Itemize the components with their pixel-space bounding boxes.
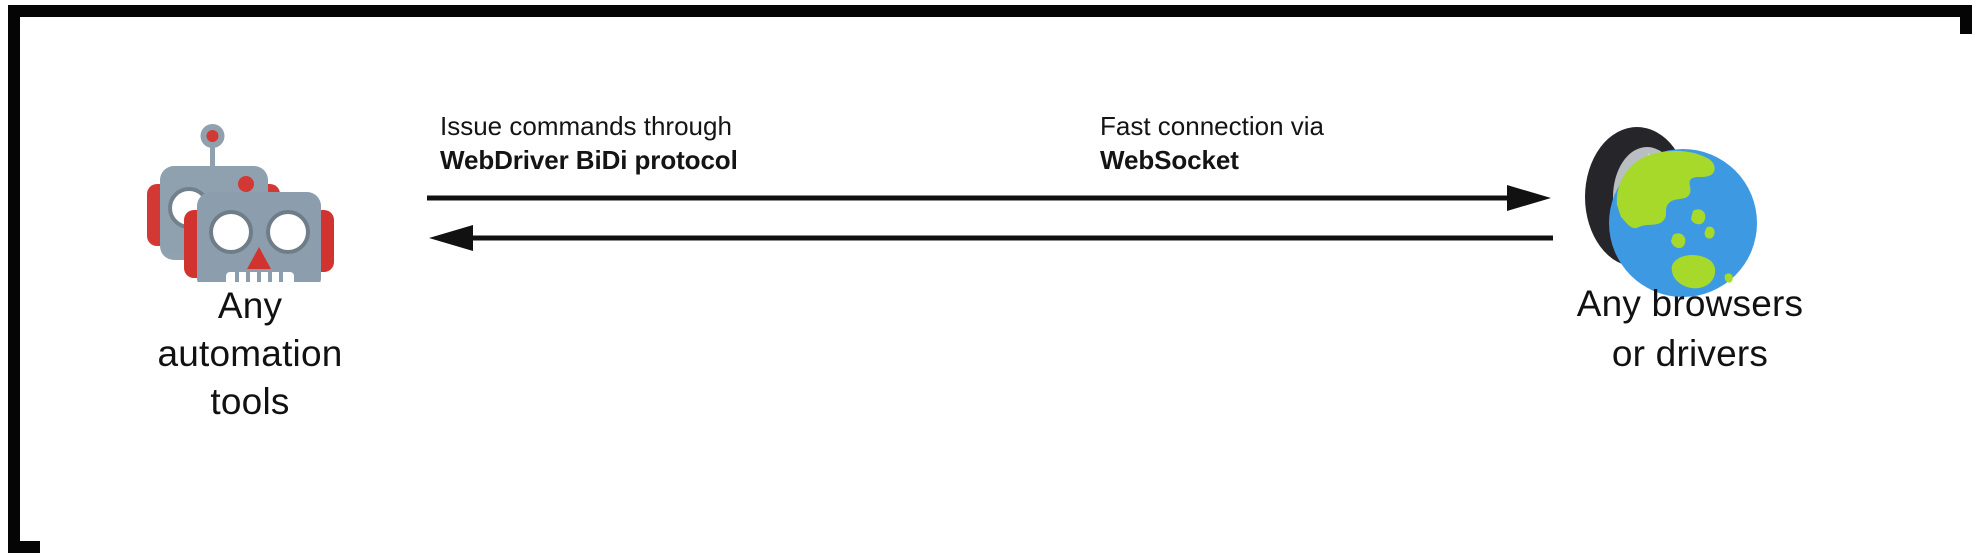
caption-browsers-drivers: Any browsers or drivers <box>1520 279 1860 379</box>
response-arrow-shape <box>429 225 1553 251</box>
caption-line: Any browsers <box>1576 283 1804 324</box>
caption-line: Any <box>217 285 283 326</box>
connector-arrows <box>425 182 1555 262</box>
diagram-frame: Any automation tools Issue commands thro… <box>8 5 1980 558</box>
caption-line: automation <box>157 333 343 374</box>
globe-with-wheel-icon <box>1565 119 1765 304</box>
caption-automation-tools: Any automation tools <box>110 282 390 426</box>
edge-label-line-2: WebDriver BiDi protocol <box>440 145 738 175</box>
request-arrow-shape <box>427 185 1551 211</box>
caption-line: tools <box>210 381 290 422</box>
edge-label-webdriver-bidi: Issue commands through WebDriver BiDi pr… <box>440 109 738 177</box>
globe-shape <box>1609 149 1757 297</box>
robot-face-icon <box>140 122 350 282</box>
diagram-canvas: Any automation tools Issue commands thro… <box>40 34 1980 558</box>
edge-label-websocket: Fast connection via WebSocket <box>1100 109 1324 177</box>
edge-label-line-1: Issue commands through <box>440 111 732 141</box>
caption-line: or drivers <box>1611 333 1769 374</box>
edge-label-line-2: WebSocket <box>1100 145 1239 175</box>
edge-label-line-1: Fast connection via <box>1100 111 1325 141</box>
